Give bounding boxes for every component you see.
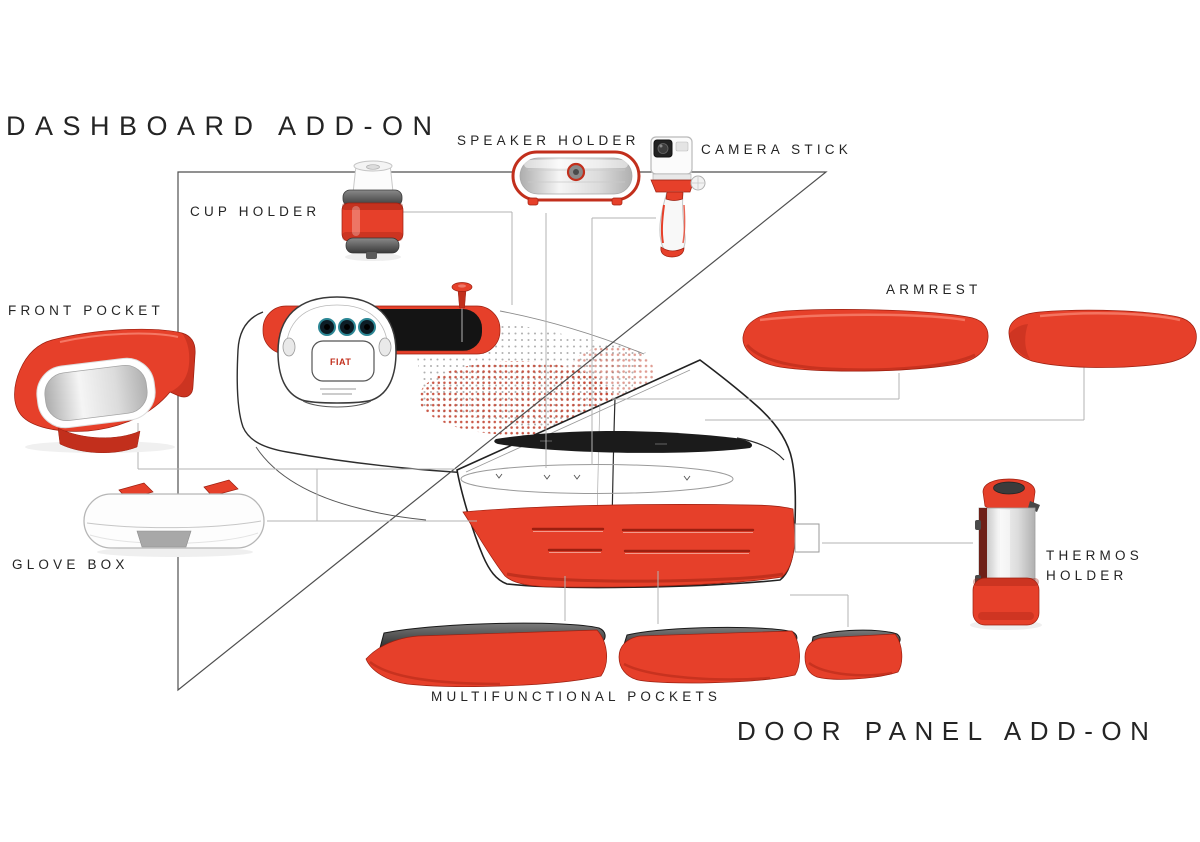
- fiat-badge-text: FIAT: [330, 357, 351, 367]
- mount-point-marks: [495, 473, 691, 481]
- camera-stick-label: CAMERA STICK: [701, 142, 852, 157]
- cup-holder-label: CUP HOLDER: [190, 204, 321, 219]
- door-panel-sketch: [456, 359, 820, 589]
- thermos-holder-label: THERMOS HOLDER: [1046, 548, 1143, 583]
- camera-stick-image: [650, 136, 706, 258]
- armrest-image: [742, 309, 1197, 372]
- door-panel-addon-title: DOOR PANEL ADD-ON: [737, 716, 1158, 746]
- multifunctional-pockets-label: MULTIFUNCTIONAL POCKETS: [431, 689, 722, 704]
- dashboard-section-frame: [177, 171, 828, 692]
- front-pocket-image: [14, 328, 196, 453]
- glove-box-label: GLOVE BOX: [12, 557, 129, 572]
- gauge-cluster: [318, 318, 376, 336]
- armrest-label: ARMREST: [886, 282, 982, 297]
- cup-holder-image: [341, 160, 404, 261]
- pocket-3: [804, 633, 903, 680]
- speaker-holder-label: SPEAKER HOLDER: [457, 133, 640, 148]
- leader-lines: [137, 211, 1085, 627]
- armrest-left-piece: [742, 309, 989, 372]
- speaker-holder-image: [511, 150, 641, 206]
- glove-box-image: [83, 479, 265, 557]
- front-pocket-label: FRONT POCKET: [8, 303, 164, 318]
- armrest-right-piece: [1008, 309, 1197, 368]
- dashboard-addon-title: DASHBOARD ADD-ON: [6, 111, 442, 141]
- armrest-recess-line: [460, 464, 734, 494]
- pocket-1: [365, 629, 607, 687]
- steering-wheel: FIAT: [277, 296, 397, 408]
- door-bracket: [794, 523, 820, 553]
- door-rail-slats: [531, 527, 755, 554]
- door-red-panel: [462, 504, 796, 588]
- fastener-pin-image: [451, 282, 473, 309]
- door-trim-strip: [494, 430, 753, 453]
- multifunctional-pockets-image: [365, 622, 903, 687]
- thermos-holder-image: [970, 478, 1042, 630]
- fiat-badge: [311, 340, 375, 382]
- pocket-2: [618, 630, 800, 684]
- dashboard-sketch: FIAT: [236, 296, 654, 521]
